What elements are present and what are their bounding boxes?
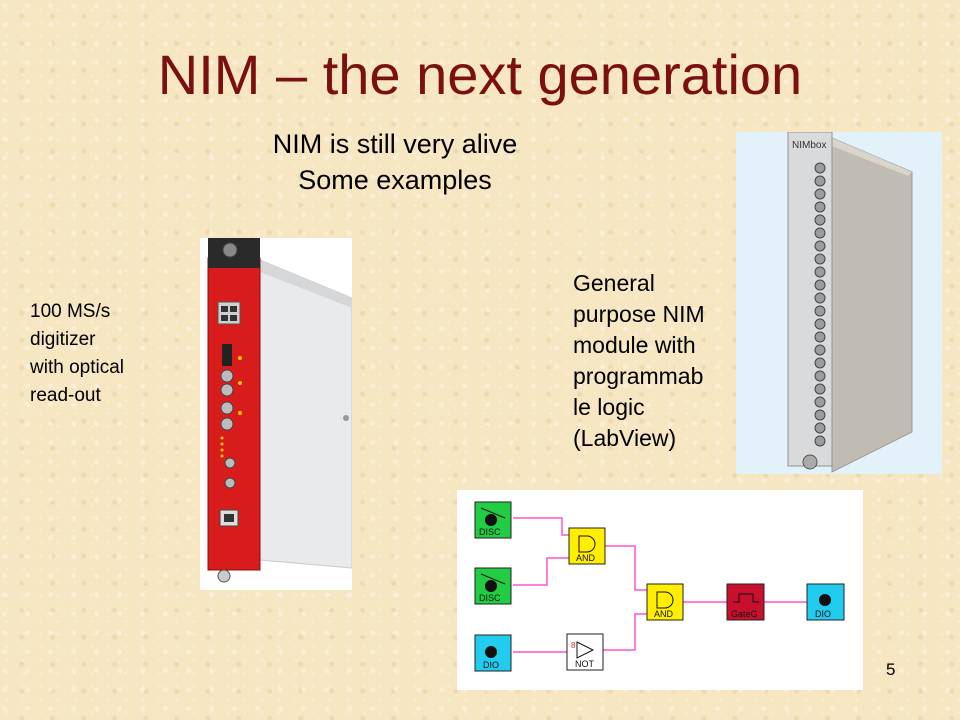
svg-text:AND: AND (654, 609, 674, 619)
nimbox-connectors (814, 162, 826, 447)
slide-title: NIM – the next generation (157, 43, 803, 106)
caption-line: 100 MS/s (30, 301, 111, 322)
svg-text:AND: AND (576, 553, 596, 563)
svg-text:DISC: DISC (479, 527, 501, 537)
gate-generator-block: GateG (726, 583, 765, 621)
nimbox-module-photo: NIMbox (736, 132, 942, 474)
dio-input-block: DIO (474, 634, 512, 672)
connector-icon (814, 292, 826, 304)
caption-line: purpose NIM (573, 301, 705, 327)
connector-icon (814, 279, 826, 291)
connector-icon (814, 253, 826, 265)
disc-block: DISC (474, 567, 512, 605)
connector-icon (814, 188, 826, 200)
svg-text:GateG: GateG (731, 609, 758, 619)
digitizer-module-photo (200, 238, 352, 590)
dio-output-block: DIO (806, 583, 845, 621)
connector-icon (814, 318, 826, 330)
caption-line: le logic (573, 394, 645, 420)
caption-line: programmab (573, 363, 704, 389)
and-gate-block: AND (568, 527, 606, 565)
connector-icon (814, 162, 826, 174)
subtitle-line-2: Some examples (298, 165, 492, 195)
caption-line: module with (573, 332, 696, 358)
caption-line: (LabView) (573, 425, 677, 451)
connector-icon (814, 214, 826, 226)
caption-line: General (573, 270, 655, 296)
slide-number: 5 (886, 660, 896, 679)
not-gate-block: 8 NOT (566, 633, 604, 671)
disc-block: DISC (474, 501, 512, 539)
connector-icon (814, 409, 826, 421)
connector-icon (814, 370, 826, 382)
caption-line: digitizer (30, 329, 96, 350)
connector-icon (814, 201, 826, 213)
connector-icon (814, 305, 826, 317)
caption-line: with optical (30, 357, 124, 378)
connector-icon (814, 383, 826, 395)
connector-icon (814, 240, 826, 252)
connector-icon (814, 422, 826, 434)
svg-text:DIO: DIO (815, 609, 831, 619)
nimbox-label: NIMbox (792, 140, 826, 151)
caption-line: read-out (30, 385, 101, 406)
svg-text:DISC: DISC (479, 593, 501, 603)
connector-icon (814, 227, 826, 239)
connector-icon (814, 357, 826, 369)
slide-subtitle: NIM is still very alive Some examples (230, 126, 560, 198)
digitizer-caption: 100 MS/s digitizer with optical read-out (30, 298, 180, 410)
connector-icon (814, 396, 826, 408)
connector-icon (814, 175, 826, 187)
svg-text:DIO: DIO (483, 660, 499, 670)
nimbox-caption: General purpose NIM module with programm… (573, 268, 743, 454)
labview-logic-diagram: DISC DISC DIO AND 8 NOT AND (457, 490, 863, 690)
subtitle-line-1: NIM is still very alive (272, 129, 518, 159)
connector-icon (814, 344, 826, 356)
and-gate-block: AND (646, 583, 684, 621)
connector-icon (814, 435, 826, 447)
connector-icon (814, 266, 826, 278)
svg-text:8: 8 (571, 641, 576, 650)
connector-icon (814, 331, 826, 343)
svg-text:NOT: NOT (575, 659, 595, 669)
